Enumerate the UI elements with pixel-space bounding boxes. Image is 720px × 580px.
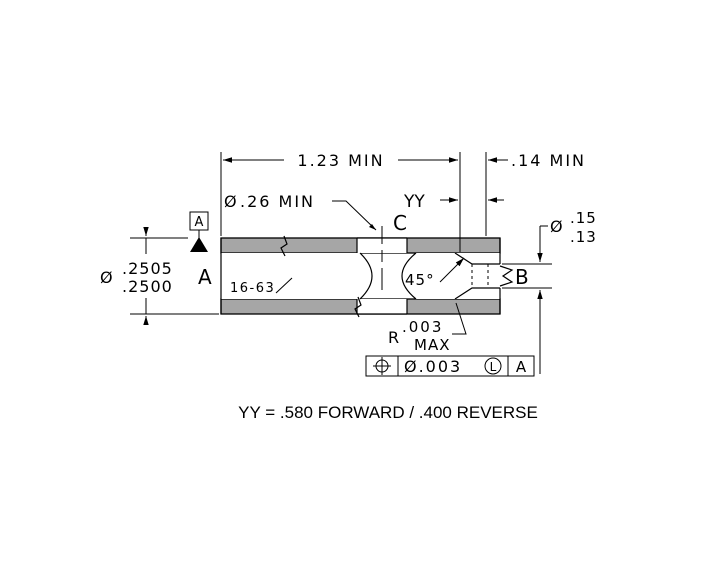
- left-bore: [221, 253, 372, 299]
- end-length-dimension: .14 MIN: [440, 151, 586, 236]
- surface-finish-label: 16-63: [230, 281, 275, 296]
- center-groove: [357, 238, 407, 253]
- chamfer-angle-label: 45°: [405, 271, 435, 289]
- overall-length-label: 1.23 MIN: [297, 151, 384, 170]
- fcf-modifier: L: [490, 360, 497, 374]
- datum-a-box-label: A: [195, 215, 204, 230]
- fcf-datum: A: [516, 358, 527, 376]
- fcf-tolerance: Ø.003: [404, 357, 462, 376]
- yy-note: YY = .580 FORWARD / .400 REVERSE: [238, 403, 538, 422]
- center-diameter-callout: Ø .26 MIN YY C: [224, 192, 425, 235]
- datum-c-label: C: [393, 211, 407, 235]
- break-mark-bottom: [354, 296, 362, 318]
- datum-a-feature: A: [189, 211, 209, 252]
- small-dia-upper: .15: [570, 209, 597, 227]
- part-body: [220, 226, 514, 318]
- lmc-modifier-icon: [484, 357, 502, 375]
- end-length-label: .14 MIN: [511, 151, 586, 170]
- break-mark-top: [280, 235, 288, 257]
- od-dimension: Ø .2505 .2500 A: [100, 227, 219, 325]
- feature-control-frame: Ø.003 L A: [365, 355, 535, 377]
- od-prefix: Ø: [100, 268, 113, 287]
- radius-callout: R .003 MAX: [388, 302, 467, 354]
- od-upper: .2505: [122, 259, 173, 278]
- small-diameter-dimension: Ø .15 .13 B: [502, 209, 597, 374]
- datum-triangle-icon: [190, 237, 208, 252]
- radius-max: MAX: [414, 336, 450, 354]
- small-dia-lower: .13: [570, 228, 597, 246]
- overall-length-dimension: 1.23 MIN: [220, 151, 461, 252]
- break-mark-b: [499, 265, 514, 287]
- yy-label: YY: [403, 192, 425, 212]
- datum-a-label: A: [198, 265, 212, 289]
- center-dia-prefix: Ø: [224, 192, 237, 211]
- finish-leader: [275, 277, 293, 294]
- radius-value: .003: [402, 318, 443, 336]
- center-groove-bottom: [357, 299, 407, 314]
- position-icon: [373, 357, 391, 375]
- radius-r: R: [388, 328, 399, 347]
- od-lower: .2500: [122, 277, 173, 296]
- center-dia-label: .26 MIN: [240, 192, 315, 211]
- datum-b-label: B: [515, 265, 529, 289]
- small-dia-prefix: Ø: [550, 217, 563, 236]
